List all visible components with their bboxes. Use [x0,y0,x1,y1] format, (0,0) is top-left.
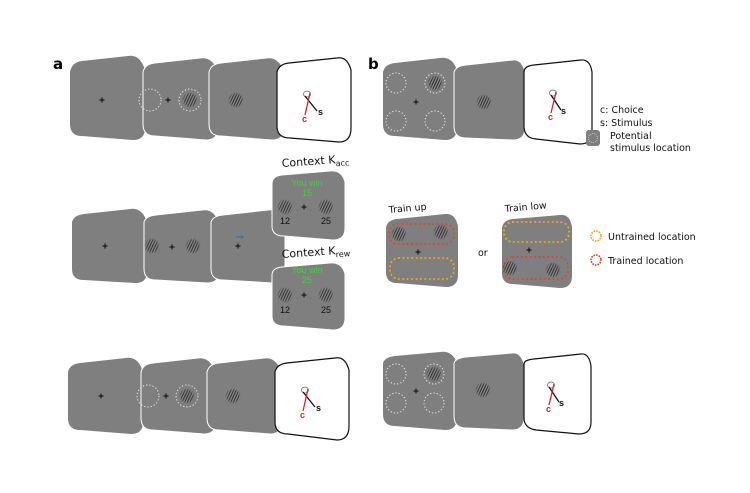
context-rew-reward: 25 [302,275,312,285]
legend-untrained: Untrained location [608,232,696,243]
a-row3-screen-fixation [68,357,143,434]
b-row3-screen-stimulus [453,352,525,431]
stimulus-letter: s [318,107,323,117]
b-row1-screen-locations [383,57,457,140]
train-up-label: Train up [387,202,427,216]
stimulus-letter: s [316,403,321,413]
legend-untrained-icon [590,230,602,242]
train-up-screen [386,213,458,287]
panel-label-a: a [53,55,63,73]
legend-choice: c: Choice [600,105,644,116]
context-rew-screen: You win 25 12 25 [271,262,346,331]
legend-trained-icon [590,254,602,266]
stimulus-letter: s [561,106,566,116]
b-row3-screen-locations [383,351,457,430]
b-row3-screen-response: c s [523,353,592,435]
context-rew-message: You win [291,265,322,275]
context-acc-reward: 15 [302,188,312,198]
train-low-screen [502,214,572,288]
a-row1-screen-response: c s [276,57,352,143]
or-label: or [478,248,488,259]
context-acc-screen: You win 15 12 25 [271,170,346,241]
a-row3-screen-response: c s [274,357,350,441]
legend-potential-line2: stimulus location [610,143,691,154]
context-rew-left-value: 12 [280,305,290,315]
arrow-cue-icon [236,235,244,239]
train-low-label: Train low [503,200,547,215]
choice-letter: c [548,112,553,122]
a-row1-screen-stimulus [208,57,285,141]
a-row2-screen-fixation [72,208,147,283]
context-acc-message: You win [291,178,322,188]
b-row1-screen-stimulus [453,59,526,141]
panel-label-b: b [368,55,379,73]
b-row1-screen-response: c s [523,59,593,145]
legend-potential-line1: Potential [610,131,652,142]
a-row1-screen-cue [138,57,219,141]
choice-letter: c [546,404,551,414]
context-acc-right-value: 25 [321,216,331,226]
legend-trained: Trained location [607,256,683,267]
context-rew-label: Context Krew [281,243,351,263]
response-wheel-icon [303,90,318,116]
stimulus-letter: s [559,398,564,408]
context-acc-label: Context Kacc [281,152,349,172]
a-row2-screen-stimuli [143,209,220,284]
context-acc-left-value: 12 [280,216,290,226]
a-row3-screen-cue [136,357,217,435]
legend-potential-location-icon [586,130,600,146]
choice-letter: c [300,410,305,420]
context-rew-right-value: 25 [321,305,331,315]
a-row1-screen-fixation [70,55,145,140]
a-row3-screen-stimulus [206,357,283,435]
legend-stimulus: s: Stimulus [600,118,653,129]
choice-letter: c [302,114,307,124]
